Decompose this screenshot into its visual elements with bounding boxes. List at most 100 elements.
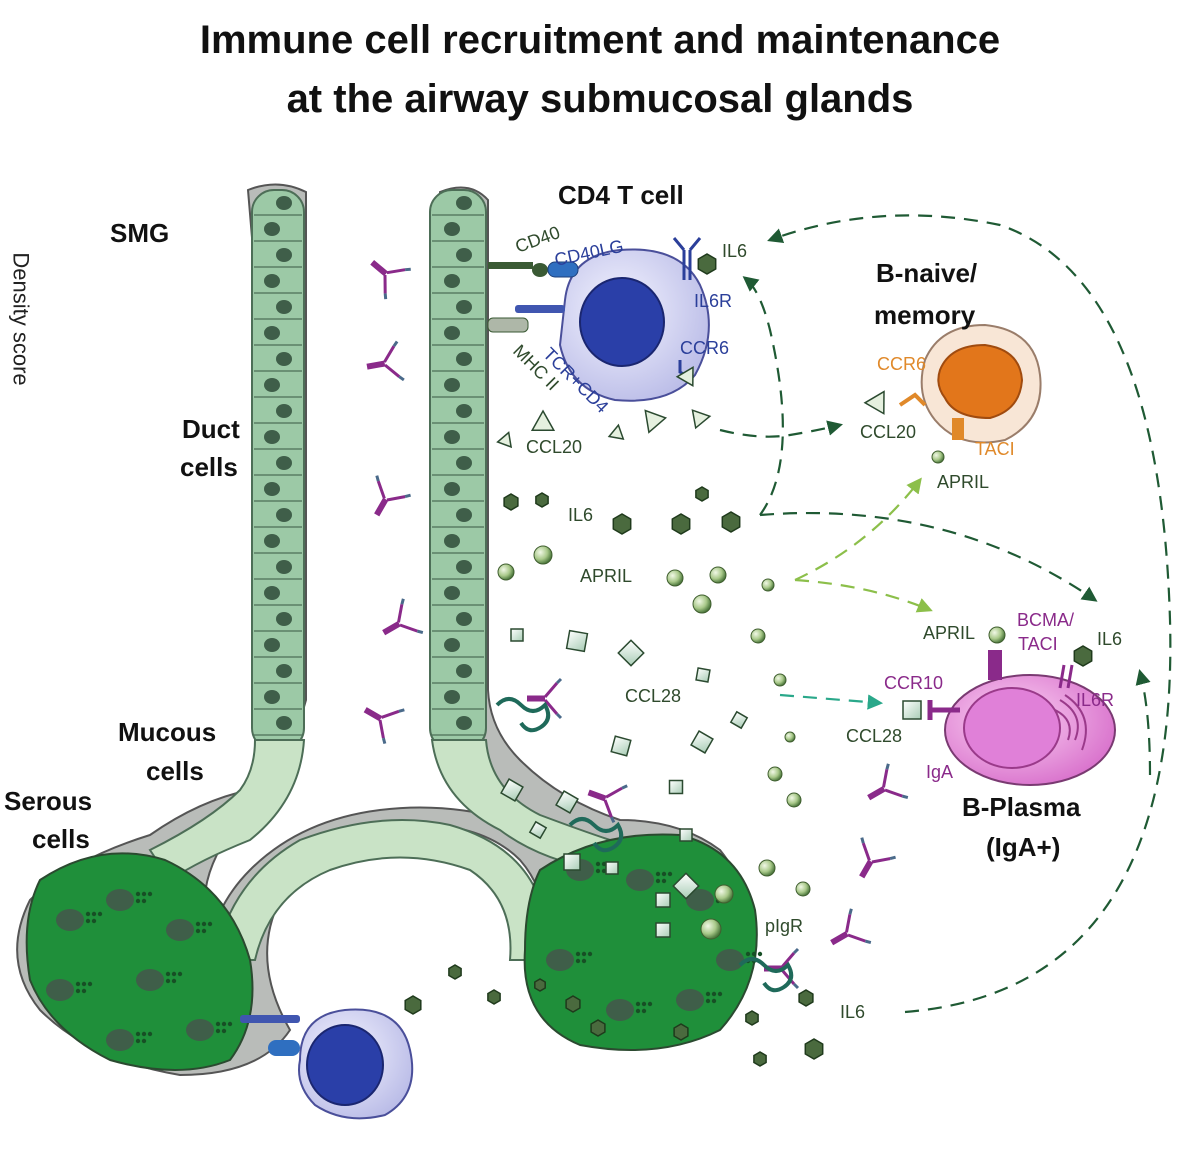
- ccl28-box: [555, 790, 579, 814]
- antibody-tip: [400, 598, 424, 635]
- ccr6-b-receptor: [898, 392, 927, 407]
- il6-hexagon: [590, 1019, 606, 1037]
- secretory-granule: [661, 878, 667, 884]
- left-duct-cells: [254, 196, 302, 736]
- label-il6r-plasma: IL6R: [1076, 690, 1114, 710]
- antibody-chain: [370, 259, 406, 294]
- il6-hexagon: [565, 995, 581, 1013]
- april-sphere: [666, 569, 684, 587]
- april-sphere: [700, 918, 722, 940]
- duct-cell-nucleus: [456, 612, 472, 626]
- secretory-granule: [201, 928, 207, 934]
- duct-cell-nucleus: [276, 300, 292, 314]
- antibody-chain: [867, 769, 903, 801]
- ccl28-box: [695, 667, 711, 683]
- label-mucous-cells-1: Mucous: [118, 717, 216, 747]
- title-line-1: Immune cell recruitment and maintenance: [199, 18, 1001, 62]
- signal-arrows: [719, 214, 1172, 1014]
- il6-hexagon: [798, 989, 814, 1007]
- label-duct-cells-1: Duct: [182, 414, 240, 444]
- ccl28-molecules: [500, 628, 922, 938]
- duct-cell-nucleus: [456, 248, 472, 262]
- ccl28-box: [668, 779, 684, 795]
- serous-acinus-right: [523, 833, 758, 1051]
- label-ccl28-plasma: CCL28: [846, 726, 902, 746]
- secretory-granule: [711, 991, 717, 997]
- il6-hexagon: [404, 995, 422, 1015]
- arrow-ccl20-to-bnaive: [719, 420, 843, 438]
- duct-cell-nucleus: [456, 352, 472, 366]
- arrow-april-to-plasma: [794, 578, 933, 613]
- duct-cell-nucleus: [444, 222, 460, 236]
- duct-cell-nucleus: [264, 638, 280, 652]
- secretory-granule: [135, 1038, 141, 1044]
- serous-cell-nucleus: [166, 919, 194, 941]
- b-naive-memory-cell: [898, 323, 1042, 444]
- duct-cell-nucleus: [276, 716, 292, 730]
- secretory-granule: [757, 951, 763, 957]
- secretory-granule: [141, 898, 147, 904]
- il6-hexagon: [697, 253, 717, 275]
- secretory-granule: [647, 1001, 653, 1007]
- il6-hexagon: [673, 1023, 689, 1041]
- secretory-granule: [661, 871, 667, 877]
- april-sphere: [533, 545, 553, 565]
- duct-cell-nucleus: [444, 690, 460, 704]
- serous-cell-nucleus: [46, 979, 74, 1001]
- ccl20-triangle: [607, 423, 625, 440]
- secretory-granule: [165, 971, 171, 977]
- april-sphere: [692, 594, 712, 614]
- antibody-chain: [587, 786, 623, 818]
- submucosal-gland: [16, 183, 763, 1077]
- duct-cell-nucleus: [276, 196, 292, 210]
- ccl28-box: [605, 861, 619, 875]
- april-sphere: [761, 578, 775, 592]
- secretory-granule: [75, 988, 81, 994]
- antibody-tip: [610, 784, 628, 824]
- antibody-chain: [366, 345, 401, 378]
- pigr-receptor: [495, 697, 551, 733]
- ccl28-box: [563, 853, 581, 871]
- bottom-cd40lg: [268, 1040, 300, 1056]
- duct-cell-nucleus: [444, 586, 460, 600]
- serous-cell-nucleus: [686, 889, 714, 911]
- ccr10-receptor: [927, 700, 960, 720]
- ccl28-box: [617, 639, 645, 667]
- secretory-granule: [635, 1008, 641, 1014]
- serous-cell-nucleus: [606, 999, 634, 1021]
- secretory-granule: [147, 1031, 153, 1037]
- bcma-taci-receptor: [988, 650, 1002, 680]
- right-duct: [429, 189, 487, 751]
- pigr-receptors: [495, 697, 794, 993]
- antibody-chain: [859, 842, 891, 879]
- b-plasma-cell: [927, 650, 1116, 786]
- il6r-receptor: [672, 237, 702, 280]
- duct-cell-nucleus: [456, 404, 472, 418]
- april-sphere: [750, 628, 766, 644]
- secretory-granule: [587, 951, 593, 957]
- duct-cell-nucleus: [264, 690, 280, 704]
- serous-cell-nucleus: [546, 949, 574, 971]
- plasma-er: [1054, 694, 1087, 751]
- antibody-chain: [374, 480, 406, 517]
- iga-antibody: [527, 677, 563, 720]
- il6-hexagon: [804, 1038, 824, 1060]
- label-serous-cells-1: Serous: [4, 786, 92, 816]
- secretory-granule: [655, 871, 661, 877]
- iga-antibody: [370, 259, 411, 300]
- bottom-t-cell-nucleus: [306, 1024, 384, 1106]
- label-april-plasma: APRIL: [923, 623, 975, 643]
- secretory-granule: [171, 978, 177, 984]
- secretory-granule: [221, 1028, 227, 1034]
- secretory-granule: [135, 898, 141, 904]
- antibody-tip: [381, 708, 405, 744]
- duct-cell-nucleus: [444, 378, 460, 392]
- duct-cell-nucleus: [444, 482, 460, 496]
- iga-antibody: [830, 908, 872, 946]
- pigr-receptor: [738, 957, 794, 993]
- secretory-granule: [581, 958, 587, 964]
- ccl28-box: [655, 922, 671, 938]
- secretory-granule: [595, 861, 601, 867]
- secretory-granule: [641, 1008, 647, 1014]
- label-bcma-taci-1: BCMA/: [1017, 610, 1074, 630]
